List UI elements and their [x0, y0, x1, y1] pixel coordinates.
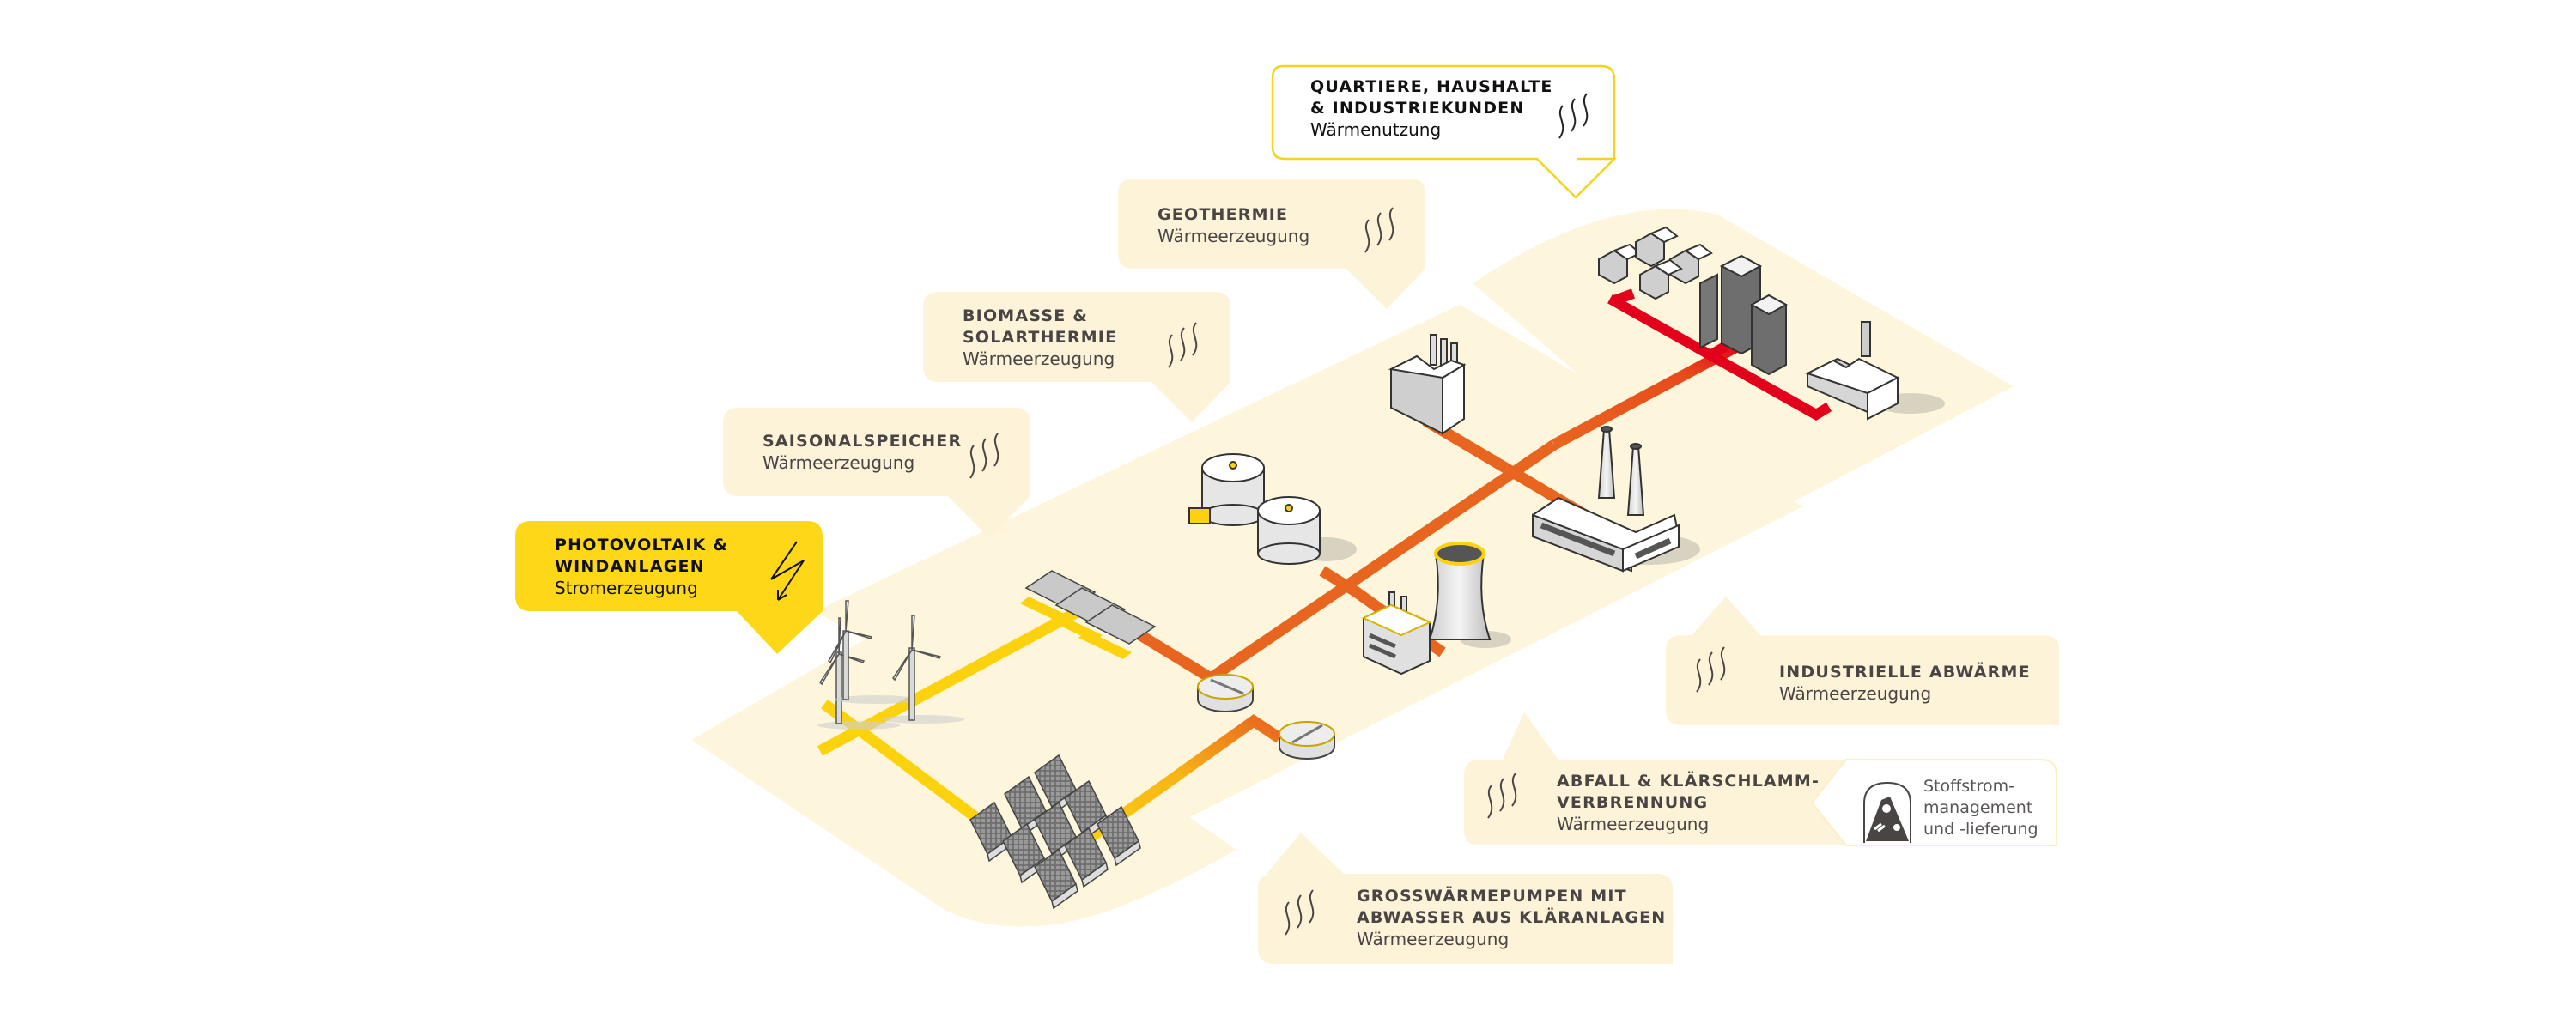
callout-title: ABWASSER AUS KLÄRANLAGEN: [1357, 908, 1667, 927]
heat-waves-icon: [1696, 646, 1726, 693]
callout-title: GROSSWÄRMEPUMPEN MIT: [1357, 887, 1627, 906]
callout-subtitle: Wärmenutzung: [1310, 119, 1442, 140]
cooling-tower-plant: [1361, 542, 1511, 676]
callout-subtitle: Stromerzeugung: [555, 578, 698, 598]
heat-waves-icon: [1558, 93, 1589, 139]
wind-turbine: [828, 600, 917, 704]
callout-subtitle: Wärmeerzeugung: [762, 452, 915, 473]
biomass-plant: [1388, 334, 1467, 435]
industrial-plant: [1532, 426, 1700, 573]
storage-tanks: [1188, 453, 1357, 565]
heat-waves-icon: [1364, 207, 1394, 253]
storage-tank: [1201, 453, 1265, 526]
district-heating-pipe: [1705, 341, 1729, 361]
solar-park: [969, 754, 1141, 910]
power-line: [1070, 714, 1283, 855]
lightning-bolt-icon: [770, 541, 805, 601]
callout-industrielle-abwaerme: INDUSTRIELLE ABWÄRME Wärmeerzeugung: [1666, 597, 2069, 734]
callout-grosswaermepumpen: GROSSWÄRMEPUMPEN MIT ABWASSER AUS KLÄRAN…: [1258, 833, 1687, 970]
callout-biomasse: BIOMASSE & SOLARTHERMIE Wärmeerzeugung: [923, 292, 1241, 429]
heat-pipe: [1319, 566, 1390, 619]
callout-title: INDUSTRIELLE ABWÄRME: [1779, 663, 2031, 682]
callout-title: & INDUSTRIEKUNDEN: [1310, 99, 1525, 118]
callout-title: VERBRENNUNG: [1557, 793, 1709, 812]
wastewater-clarifier: [1197, 674, 1254, 712]
side-text: Stoffstrom- management und -lieferung: [1923, 776, 2038, 840]
heat-pipe: [1207, 439, 1558, 683]
district-heating-pipe: [1607, 294, 1832, 421]
wastewater-clarifier: [1279, 721, 1335, 760]
heat-waves-icon: [1285, 889, 1315, 936]
house: [1639, 258, 1683, 300]
wind-turbines: [817, 600, 964, 730]
callout-subtitle: Wärmeerzeugung: [963, 348, 1115, 369]
heat-waves-icon: [1168, 322, 1198, 368]
heat-waves-icon: [1487, 772, 1517, 819]
house: [1635, 226, 1679, 268]
callout-title: GEOTHERMIE: [1157, 205, 1289, 224]
heat-generation-zone: [816, 305, 1803, 824]
ground-planes: [691, 209, 2014, 927]
callout-abfall: ABFALL & KLÄRSCHLAMM- VERBRENNUNG Wärmee…: [1464, 712, 2074, 854]
wind-turbine: [882, 615, 964, 724]
callout-photovoltaik: PHOTOVOLTAIK & WINDANLAGEN Stromerzeugun…: [515, 521, 833, 658]
storage-tank: [1257, 496, 1357, 565]
callout-title: SAISONALSPEICHER: [762, 432, 963, 451]
side-text-line: und -lieferung: [1923, 820, 2038, 839]
houses: [1598, 226, 1713, 300]
callout-title: QUARTIERE, HAUSHALTE: [1310, 77, 1553, 96]
callout-subtitle: Wärmeerzeugung: [1557, 814, 1710, 834]
heat-waves-icon: [969, 433, 999, 479]
wind-turbine: [817, 617, 900, 730]
industrial-customer-factory: [1805, 321, 1945, 421]
callout-geothermie: GEOTHERMIE Wärmeerzeugung: [1118, 179, 1436, 316]
renewable-power-zone: [691, 618, 1236, 927]
callout-title: BIOMASSE &: [963, 306, 1088, 325]
side-text-line: Stoffstrom-: [1923, 777, 2014, 796]
apartment-towers: [1699, 254, 1789, 376]
callout-title: ABFALL & KLÄRSCHLAMM-: [1557, 772, 1820, 791]
callout-quartiere: QUARTIERE, HAUSHALTE & INDUSTRIEKUNDEN W…: [1271, 64, 1623, 202]
callout-title: SOLARTHERMIE: [963, 328, 1118, 347]
callout-saisonalspeicher: SAISONALSPEICHER Wärmeerzeugung: [723, 408, 1041, 545]
callout-title: PHOTOVOLTAIK &: [555, 536, 729, 554]
side-text-line: management: [1923, 798, 2033, 817]
callout-subtitle: Wärmeerzeugung: [1779, 683, 1932, 704]
callout-subtitle: Wärmeerzeugung: [1157, 226, 1310, 246]
heat-pipe: [1130, 626, 1214, 683]
callout-title: WINDANLAGEN: [555, 557, 705, 576]
container: [1188, 507, 1211, 524]
waste-heap-icon: [1863, 781, 1911, 843]
wastewater-clarifiers: [1197, 674, 1335, 760]
solar-thermal-collectors: [1020, 570, 1157, 659]
callout-subtitle: Wärmeerzeugung: [1357, 929, 1510, 949]
consumer-zone: [1473, 209, 2014, 524]
